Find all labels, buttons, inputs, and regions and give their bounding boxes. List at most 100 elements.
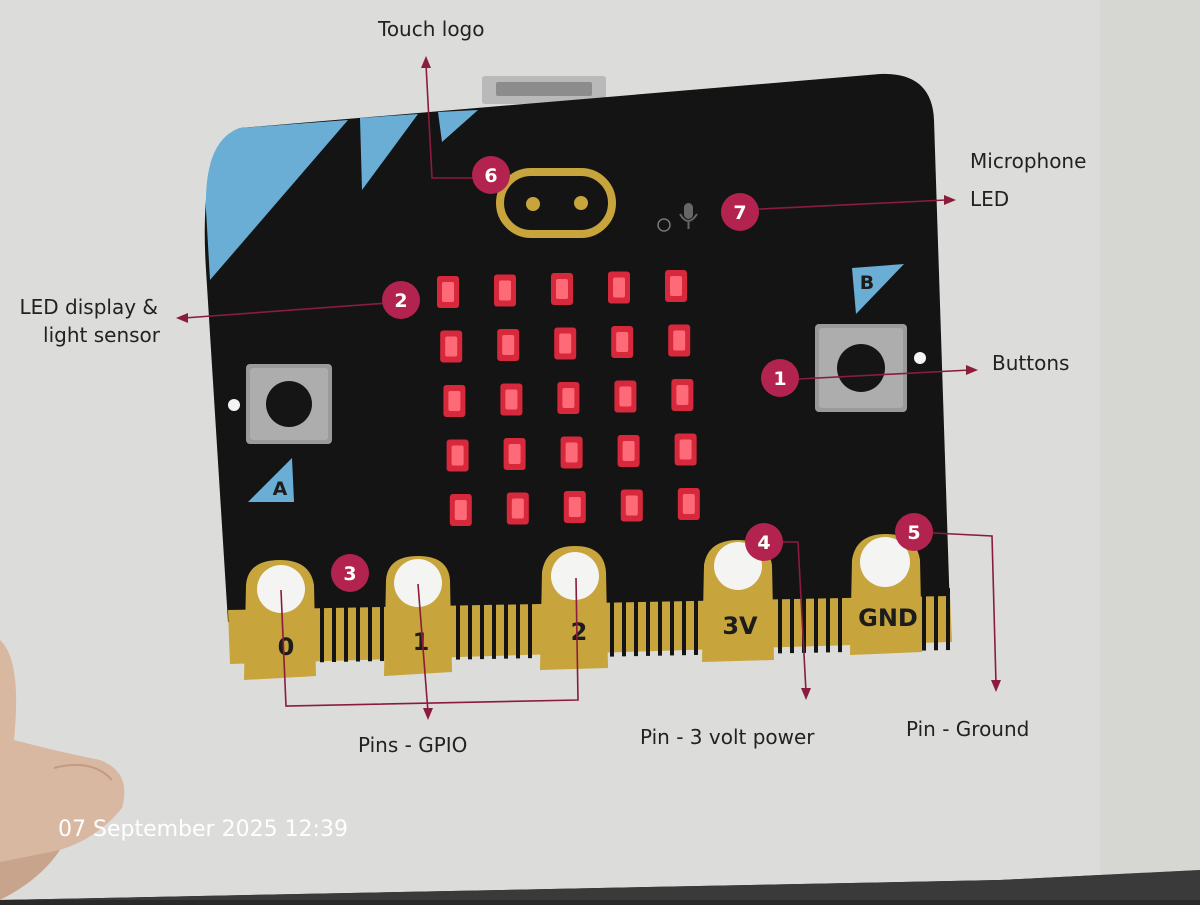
- connector-finger-gap: [610, 594, 614, 657]
- connector-finger-gap: [790, 591, 794, 654]
- led-r4-c5: [674, 433, 697, 466]
- leader-buttons: [779, 369, 971, 381]
- svg-text:1: 1: [773, 368, 786, 390]
- button-b[interactable]: B: [815, 264, 926, 412]
- badge-4: 4: [745, 523, 783, 561]
- connector-finger-gap: [826, 590, 830, 653]
- pin-2-label: 2: [571, 618, 588, 646]
- button-a[interactable]: A: [228, 364, 332, 502]
- connector-finger-gap: [838, 590, 842, 653]
- badge-2: 2: [382, 281, 420, 319]
- led-r4-c1: [446, 439, 469, 472]
- connector-finger-gap: [380, 599, 384, 662]
- edge-fingers: [320, 588, 950, 663]
- svg-text:2: 2: [394, 290, 407, 312]
- connector-finger-gap: [504, 596, 508, 659]
- led-r2-c2: [497, 329, 520, 361]
- svg-text:5: 5: [907, 522, 920, 544]
- pin-gnd-label: GND: [858, 604, 918, 632]
- connector-finger-gap: [778, 591, 782, 654]
- led-r1-c3: [551, 273, 573, 305]
- led-r1-c5: [665, 270, 687, 302]
- label-microphone-line2: LED: [970, 187, 1009, 211]
- background-floor: [0, 870, 1200, 900]
- callout-labels: Touch logo Microphone LED LED display & …: [19, 17, 1086, 757]
- label-touch-logo: Touch logo: [377, 17, 484, 41]
- connector-finger-gap: [528, 596, 532, 659]
- timestamp: 07 September 2025 12:39: [58, 817, 348, 842]
- led-r2-c3: [554, 327, 577, 360]
- pin-1-label: 1: [413, 628, 430, 656]
- connector-finger-gap: [344, 599, 348, 662]
- pin-1[interactable]: 1: [384, 556, 452, 676]
- mount-hole-right: [914, 352, 926, 364]
- svg-text:4: 4: [757, 532, 770, 554]
- pin-2[interactable]: 2: [540, 546, 608, 670]
- connector-finger-gap: [468, 597, 472, 660]
- label-led-display-line1: LED display &: [19, 295, 158, 319]
- microphone: [657, 203, 698, 232]
- board: [204, 73, 951, 623]
- led-r5-c3: [563, 491, 586, 523]
- connector-finger-gap: [516, 596, 520, 659]
- led-r2-c4: [611, 326, 634, 358]
- button-a-label: A: [273, 478, 288, 500]
- led-r3-c4: [614, 380, 637, 413]
- pin-pads: 0 1 2 3V GND: [244, 534, 922, 680]
- connector-finger-gap: [492, 596, 496, 659]
- leader-arrowheads: [176, 56, 1001, 720]
- led-r3-c1: [443, 385, 466, 417]
- led-r3-c3: [557, 382, 580, 414]
- connector-finger-gap: [368, 599, 372, 662]
- led-r5-c2: [506, 492, 529, 525]
- led-r5-c4: [620, 489, 643, 522]
- leader-pins-gpio: [280, 577, 579, 707]
- pin-0[interactable]: 0: [244, 560, 316, 680]
- connector-finger-gap: [814, 590, 818, 653]
- leader-touch-logo: [425, 63, 490, 179]
- connector-finger-gap: [802, 590, 806, 653]
- svg-text:3: 3: [343, 563, 356, 585]
- connector-finger-gap: [670, 593, 674, 656]
- touch-logo[interactable]: [496, 168, 616, 238]
- led-r2-c1: [440, 330, 463, 363]
- led-r5-c1: [449, 494, 472, 526]
- label-pin-ground: Pin - Ground: [906, 717, 1029, 741]
- connector-finger-gap: [634, 594, 638, 657]
- pin-gnd[interactable]: GND: [850, 534, 922, 655]
- led-r3-c5: [671, 379, 694, 411]
- led-r4-c3: [560, 436, 583, 469]
- label-microphone-line1: Microphone: [970, 149, 1086, 173]
- button-b-label: B: [860, 272, 874, 294]
- connector-finger-gap: [682, 593, 686, 656]
- badge-1: 1: [761, 359, 799, 397]
- pin-3v-label: 3V: [722, 612, 758, 640]
- led-r5-c5: [677, 488, 700, 520]
- connector-finger-gap: [694, 592, 698, 655]
- label-buttons: Buttons: [992, 351, 1069, 375]
- connector-finger-gap: [946, 588, 950, 651]
- badge-7: 7: [721, 193, 759, 231]
- led-r4-c2: [503, 438, 526, 470]
- mic-led: [657, 218, 671, 232]
- label-pin-3v: Pin - 3 volt power: [640, 725, 815, 749]
- connector-finger-gap: [646, 593, 650, 656]
- led-r2-c5: [668, 324, 691, 357]
- leader-gnd: [913, 531, 997, 685]
- hand: [0, 640, 125, 900]
- connector-finger-gap: [658, 593, 662, 656]
- connector-finger-gap: [934, 588, 938, 651]
- pin-3v[interactable]: 3V: [702, 540, 774, 662]
- svg-text:6: 6: [484, 165, 497, 187]
- connector-finger-gap: [456, 597, 460, 660]
- connector-finger-gap: [356, 599, 360, 662]
- leader-pin1: [417, 583, 429, 713]
- badges: 1 2 3 4 5 6 7: [331, 156, 933, 592]
- connector-finger-gap: [332, 599, 336, 662]
- usb-connector: [482, 76, 606, 104]
- mount-hole-left: [228, 399, 240, 411]
- leader-microphone: [739, 199, 947, 211]
- connector-finger-gap: [320, 600, 324, 663]
